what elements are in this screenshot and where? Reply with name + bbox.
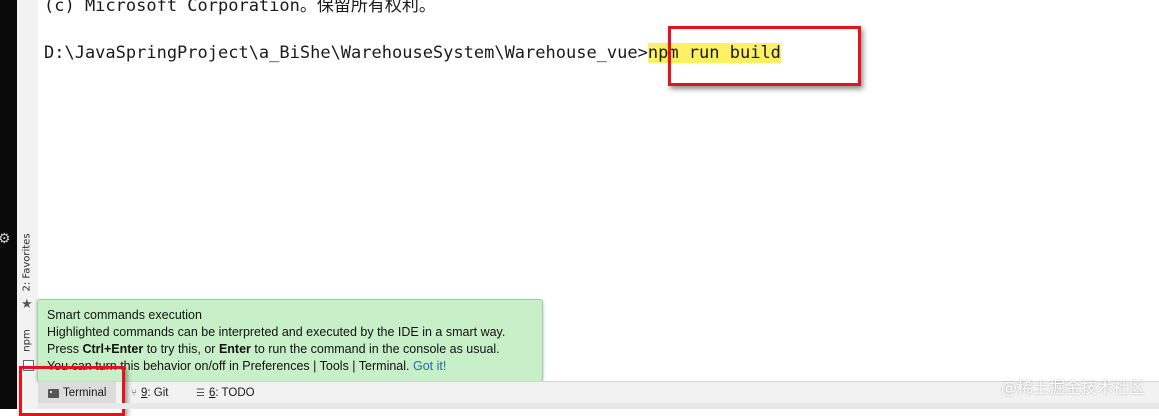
todo-tab-label: 6: TODO <box>209 387 255 399</box>
left-tool-stripe: 2: Favorites ★ npm <box>17 0 39 409</box>
terminal-tab[interactable]: Terminal <box>38 382 117 404</box>
favorites-tab-label: 2: Favorites <box>22 232 33 292</box>
todo-tab[interactable]: ☰ 6: TODO <box>196 382 255 404</box>
tooltip-line3: You can turn this behavior on/off in Pre… <box>47 358 533 375</box>
git-tab-number: 9 <box>141 387 148 399</box>
npm-icon <box>23 360 34 371</box>
todo-tab-number: 6 <box>208 387 216 399</box>
terminal-copyright-line: (c) Microsoft Corporation。保留所有权利。 <box>44 0 436 16</box>
npm-tab[interactable]: npm <box>17 326 38 354</box>
watermark: @稀土掘金技术社区 <box>1000 378 1145 397</box>
status-bar <box>38 403 1159 409</box>
terminal-prompt: D:\JavaSpringProject\a_BiShe\WarehouseSy… <box>44 43 648 63</box>
git-tab-label: 9: Git <box>141 387 169 399</box>
left-dark-edge: ⚙ <box>0 0 17 409</box>
tooltip-line2-pre: Press <box>47 342 83 356</box>
tooltip-title: Smart commands execution <box>47 308 202 322</box>
git-tab[interactable]: ⑂ 9: Git <box>131 382 169 404</box>
todo-tab-text: : TODO <box>215 387 255 399</box>
favorites-tab[interactable]: 2: Favorites <box>17 228 38 296</box>
list-icon: ☰ <box>196 387 205 399</box>
tooltip-line2-mid: to try this, or <box>143 342 219 356</box>
bottom-tool-window-bar: Terminal ⑂ 9: Git ☰ 6: TODO <box>38 381 1159 404</box>
gear-icon[interactable]: ⚙ <box>0 230 11 246</box>
got-it-link[interactable]: Got it! <box>412 359 447 373</box>
tooltip-line2-post: to run the command in the console as usu… <box>250 342 500 356</box>
tooltip-line2: Press Ctrl+Enter to try this, or Enter t… <box>47 341 533 358</box>
tooltip-key-ctrl-enter: Ctrl+Enter <box>82 342 144 356</box>
git-branch-icon: ⑂ <box>131 387 137 399</box>
npm-tab-label: npm <box>22 328 33 352</box>
tooltip-line1: Highlighted commands can be interpreted … <box>47 325 506 339</box>
tooltip-key-enter: Enter <box>218 342 251 356</box>
tooltip-line3-text: You can turn this behavior on/off in Pre… <box>47 359 413 373</box>
command-highlight-box <box>668 26 861 86</box>
terminal-icon <box>48 388 59 398</box>
terminal-tab-label: Terminal <box>63 387 107 399</box>
git-tab-text: : Git <box>147 387 169 399</box>
star-icon: ★ <box>21 296 33 311</box>
